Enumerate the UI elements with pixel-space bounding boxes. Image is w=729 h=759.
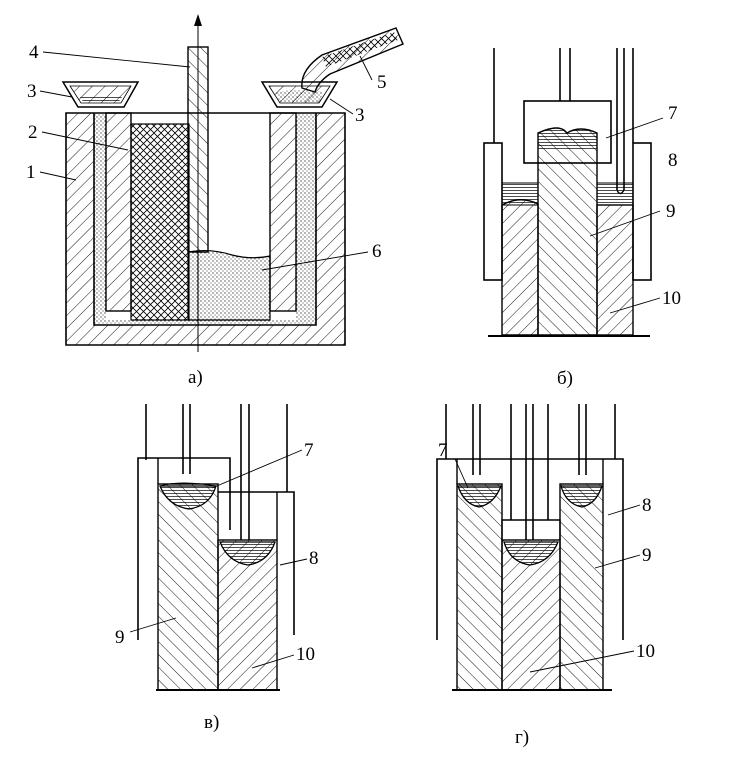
ingot-right bbox=[596, 204, 634, 336]
leader-lines-a bbox=[39, 51, 373, 271]
label-10-v: 10 bbox=[296, 644, 315, 665]
label-10-b: 10 bbox=[662, 288, 681, 309]
label-1: 1 bbox=[26, 162, 36, 183]
mold-left-v bbox=[137, 457, 231, 640]
mold-right bbox=[632, 142, 652, 281]
label-3-left: 3 bbox=[27, 81, 37, 102]
melt bbox=[187, 249, 271, 321]
label-10-g: 10 bbox=[636, 641, 655, 662]
mold-left bbox=[483, 142, 503, 281]
mold-outer-g bbox=[436, 458, 624, 640]
mold-right-v bbox=[218, 491, 295, 635]
panel-v: 7 8 9 10 в) bbox=[115, 404, 319, 733]
label-4: 4 bbox=[29, 42, 39, 63]
ingot-left bbox=[501, 199, 539, 336]
label-2: 2 bbox=[28, 122, 38, 143]
panel-a: 4 3 2 1 3 5 6 а) bbox=[26, 14, 404, 388]
label-7-b: 7 bbox=[668, 103, 678, 124]
label-7-v: 7 bbox=[304, 440, 314, 461]
label-3-right: 3 bbox=[355, 105, 365, 126]
leader-lines-v bbox=[129, 449, 308, 669]
left-tube bbox=[105, 112, 132, 312]
caption-g: г) bbox=[515, 727, 529, 748]
label-8-g: 8 bbox=[642, 495, 652, 516]
caption-a: а) bbox=[188, 367, 203, 388]
ingot-right-g bbox=[559, 483, 604, 691]
label-7-g: 7 bbox=[438, 440, 448, 461]
label-6: 6 bbox=[372, 241, 382, 262]
label-5: 5 bbox=[377, 72, 387, 93]
label-9-b: 9 bbox=[666, 201, 676, 222]
label-9-g: 9 bbox=[642, 545, 652, 566]
charge-block bbox=[130, 123, 190, 321]
ingot-9-v bbox=[157, 483, 219, 691]
right-tube bbox=[269, 112, 297, 312]
label-9-v: 9 bbox=[115, 627, 125, 648]
ingot-left-g bbox=[456, 483, 503, 691]
caption-v: в) bbox=[204, 712, 219, 733]
caption-b: б) bbox=[557, 368, 573, 389]
ingot-center bbox=[537, 127, 598, 336]
rods-b bbox=[493, 48, 634, 190]
leader-lines-g bbox=[454, 458, 641, 673]
label-8-v: 8 bbox=[309, 548, 319, 569]
rods-g bbox=[445, 404, 616, 540]
left-funnel bbox=[61, 81, 140, 108]
panel-g: 7 8 9 10 г) bbox=[436, 404, 655, 748]
label-8-b: 8 bbox=[668, 150, 678, 171]
leader-lines-b bbox=[589, 117, 664, 314]
panel-b: 7 8 9 10 б) bbox=[483, 48, 681, 389]
